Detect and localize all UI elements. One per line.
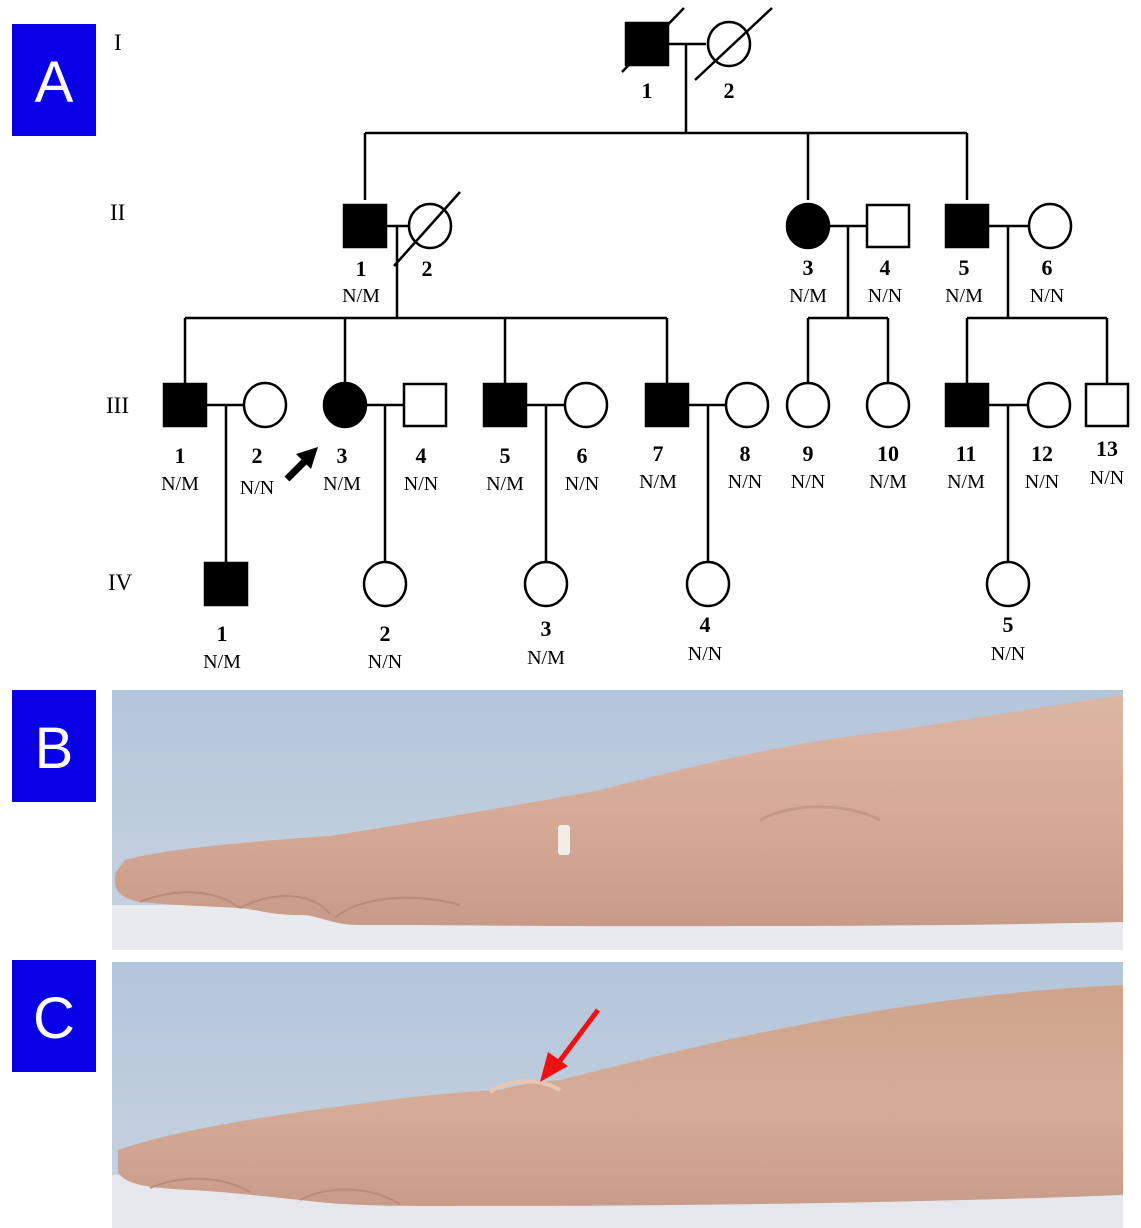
genotype-iii-12: N/N <box>1025 471 1059 493</box>
individual-number-ii-2: 2 <box>422 256 433 281</box>
genotype-iii-7: N/M <box>639 471 677 493</box>
individual-number-i-2: 2 <box>724 78 735 103</box>
individual-number-ii-1: 1 <box>356 256 367 281</box>
individual-number-iii-7: 7 <box>653 441 664 466</box>
individual-number-iii-12: 12 <box>1031 441 1053 466</box>
individual-number-iv-2: 2 <box>380 621 391 646</box>
female-symbol-iii-9 <box>787 383 829 427</box>
individual-number-iv-3: 3 <box>541 616 552 641</box>
deceased-slash-i-2 <box>695 8 772 80</box>
female-symbol-ii-6 <box>1029 204 1071 248</box>
individual-number-ii-4: 4 <box>880 255 891 280</box>
individual-number-iii-6: 6 <box>577 443 588 468</box>
genotype-iii-1: N/M <box>161 473 199 495</box>
individual-number-iii-2: 2 <box>252 443 263 468</box>
male-symbol-iii-1 <box>164 384 206 426</box>
female-symbol-iii-6 <box>565 383 607 427</box>
genotype-iii-11: N/M <box>947 471 985 493</box>
genotype-iv-5: N/N <box>991 643 1025 665</box>
individual-number-iii-10: 10 <box>877 441 899 466</box>
female-symbol-ii-3 <box>787 204 829 248</box>
male-symbol-iii-5 <box>484 384 526 426</box>
individual-number-iii-8: 8 <box>740 441 751 466</box>
individual-number-iv-5: 5 <box>1003 612 1014 637</box>
individual-number-iii-9: 9 <box>803 441 814 466</box>
genotype-iii-4: N/N <box>404 473 438 495</box>
genotype-ii-3: N/M <box>789 285 827 307</box>
male-symbol-iii-7 <box>646 384 688 426</box>
genotype-iii-3: N/M <box>323 473 361 495</box>
male-symbol-ii-1 <box>344 205 386 247</box>
female-symbol-iii-12 <box>1028 383 1070 427</box>
panel-c-photo <box>112 962 1123 1228</box>
female-symbol-iii-3 <box>324 383 366 427</box>
individual-number-iv-1: 1 <box>217 621 228 646</box>
female-symbol-iv-5 <box>987 562 1029 606</box>
genotype-ii-4: N/N <box>868 285 902 307</box>
genotype-iii-2: N/N <box>240 477 274 499</box>
individual-number-iii-4: 4 <box>416 443 427 468</box>
individual-number-ii-3: 3 <box>803 255 814 280</box>
male-symbol-iii-13 <box>1086 384 1128 426</box>
genotype-iii-13: N/N <box>1090 467 1124 489</box>
generation-label-i: I <box>114 30 122 55</box>
panel-c-label: C <box>33 986 75 1051</box>
genotype-iii-9: N/N <box>791 471 825 493</box>
male-symbol-iii-11 <box>946 384 988 426</box>
female-symbol-iii-8 <box>726 383 768 427</box>
male-symbol-iv-1 <box>205 563 247 605</box>
pedigree-individuals <box>164 22 1128 606</box>
individual-number-iii-5: 5 <box>500 443 511 468</box>
genotype-ii-6: N/N <box>1030 285 1064 307</box>
individual-number-iii-13: 13 <box>1096 436 1118 461</box>
genotype-iii-10: N/M <box>869 471 907 493</box>
individual-number-ii-6: 6 <box>1042 255 1053 280</box>
individual-number-iii-11: 11 <box>956 441 977 466</box>
genotype-ii-1: N/M <box>342 285 380 307</box>
individual-number-iv-4: 4 <box>700 612 711 637</box>
generation-label-iv: IV <box>108 570 133 595</box>
female-symbol-iii-10 <box>867 383 909 427</box>
genotype-iv-3: N/M <box>527 647 565 669</box>
genotype-iii-6: N/N <box>565 473 599 495</box>
individual-number-iii-3: 3 <box>337 443 348 468</box>
female-symbol-iii-2 <box>244 383 286 427</box>
generation-label-iii: III <box>106 393 129 418</box>
individual-number-iii-1: 1 <box>175 443 186 468</box>
male-symbol-ii-5 <box>946 205 988 247</box>
male-symbol-ii-4 <box>867 205 909 247</box>
female-symbol-iv-3 <box>525 562 567 606</box>
generation-label-ii: II <box>110 200 125 225</box>
proband-arrow <box>287 447 318 479</box>
panel-b-photo <box>112 690 1123 950</box>
genotype-ii-5: N/M <box>945 285 983 307</box>
male-symbol-iii-4 <box>404 384 446 426</box>
individual-number-ii-5: 5 <box>959 255 970 280</box>
panel-b-label: B <box>35 716 74 781</box>
genotype-iii-8: N/N <box>728 471 762 493</box>
panel-a-label: A <box>35 50 74 115</box>
female-symbol-iv-4 <box>687 562 729 606</box>
genotype-iv-2: N/N <box>368 651 402 673</box>
female-symbol-i-2 <box>708 22 750 66</box>
female-symbol-iv-2 <box>364 562 406 606</box>
genotype-iii-5: N/M <box>486 473 524 495</box>
genotype-iv-4: N/N <box>688 643 722 665</box>
genotype-iv-1: N/M <box>203 651 241 673</box>
individual-number-i-1: 1 <box>642 78 653 103</box>
